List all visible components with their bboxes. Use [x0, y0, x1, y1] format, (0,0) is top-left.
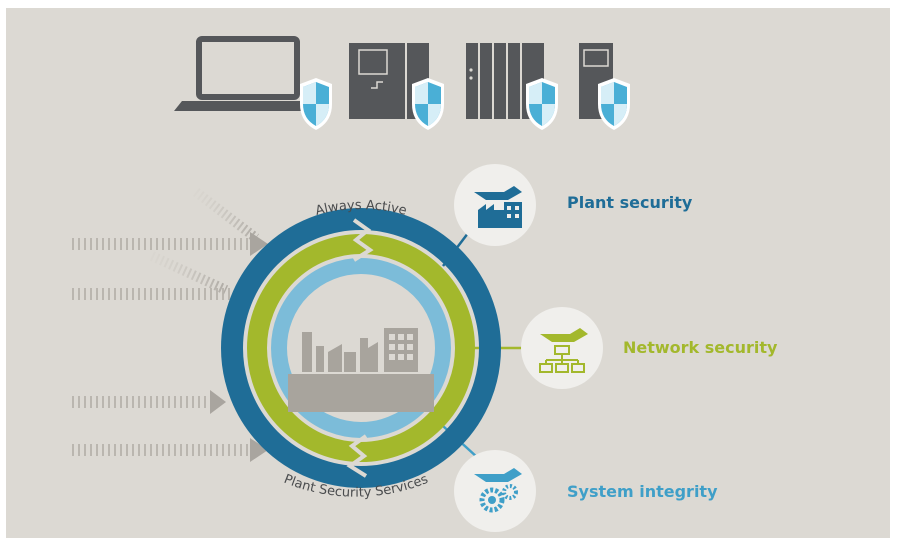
threat-arrow: [72, 390, 226, 414]
hand-gears-icon: [474, 468, 522, 482]
threat-arrow: [72, 288, 232, 300]
threat-arrow: [149, 251, 229, 295]
diagram-canvas: Always Active Plant Security Services Pl…: [6, 8, 890, 538]
threat-arrow: [72, 438, 268, 462]
modular-plc-shield-icon: [466, 43, 558, 130]
threat-arrow: [72, 232, 268, 256]
ring-top-label: Always Active: [314, 198, 408, 219]
layer-label-plant-security: Plant security: [567, 193, 693, 212]
system-integrity-badge: [454, 450, 536, 532]
layer-label-network-security: Network security: [623, 338, 778, 357]
compact-module-shield-icon: [579, 43, 630, 130]
controller-shield-icon: [349, 43, 444, 130]
layer-label-system-integrity: System integrity: [567, 482, 718, 501]
hand-network-icon: [540, 328, 588, 342]
threat-arrow: [192, 188, 260, 242]
plant-center-icon: [288, 328, 434, 412]
plant-security-badge: [454, 164, 536, 246]
network-security-badge: [521, 307, 603, 389]
hand-factory-icon: [474, 186, 522, 200]
laptop-shield-icon: [174, 36, 332, 130]
